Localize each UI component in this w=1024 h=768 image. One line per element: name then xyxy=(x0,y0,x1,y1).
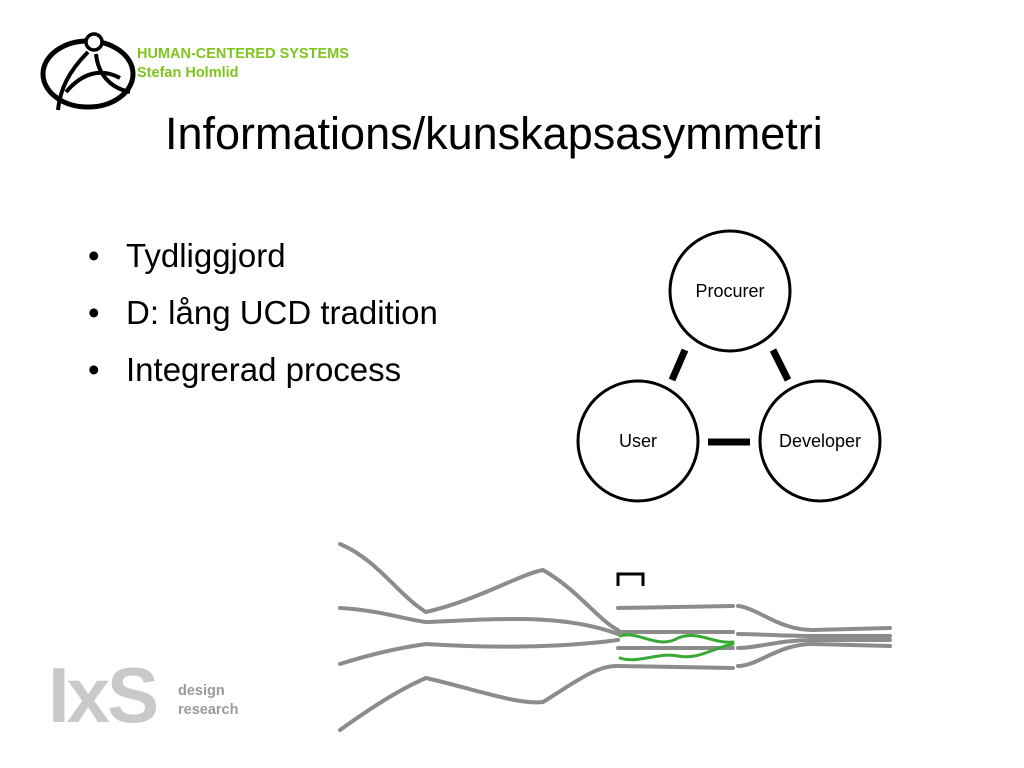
channel-marker-icon xyxy=(616,572,645,586)
highlight-line xyxy=(618,642,735,662)
developer-node: Developer xyxy=(758,379,882,503)
flow-line xyxy=(338,638,620,666)
flow-line xyxy=(736,642,815,668)
ixs-subtitle: design research xyxy=(178,682,238,720)
ixs-subtitle-line: design xyxy=(178,683,225,699)
procurer-node: Procurer xyxy=(668,229,792,353)
slide-title: Informations/kunskapsasymmetri xyxy=(165,108,823,159)
bullet-dot: • xyxy=(88,351,100,388)
bullet-item: • Integrerad process xyxy=(84,341,438,398)
bullet-dot: • xyxy=(88,294,100,331)
procurer-label: Procurer xyxy=(695,281,764,301)
ixs-subtitle-line: research xyxy=(178,702,239,718)
procurer-developer-link xyxy=(769,348,792,382)
highlight-line xyxy=(618,633,735,644)
organization-label: HUMAN-CENTERED SYSTEMS Stefan Holmlid xyxy=(137,45,349,83)
bullet-dot: • xyxy=(88,237,100,274)
bullet-text: Tydliggjord xyxy=(126,237,286,274)
flow-line xyxy=(338,606,620,636)
developer-label: Developer xyxy=(779,431,861,451)
output-line xyxy=(811,626,892,632)
bullet-item: • Tydliggjord xyxy=(84,227,438,284)
bullet-list: • Tydliggjord • D: lång UCD tradition • Int… xyxy=(84,227,438,398)
bullet-text: D: lång UCD tradition xyxy=(126,294,438,331)
convergence-figure xyxy=(338,542,892,732)
channel-line xyxy=(616,604,735,610)
author-name: Stefan Holmlid xyxy=(137,65,239,81)
channel-line xyxy=(616,664,735,670)
ixs-logo: IxS design research xyxy=(48,651,248,739)
org-name: HUMAN-CENTERED SYSTEMS xyxy=(137,46,349,62)
flow-line xyxy=(736,638,815,650)
output-line xyxy=(811,642,892,648)
procurer-user-link xyxy=(668,348,689,382)
user-label: User xyxy=(619,431,657,451)
flow-line xyxy=(338,663,620,732)
stakeholder-diagram: Procurer User Developer xyxy=(576,229,882,503)
flow-line xyxy=(338,542,620,632)
bullet-item: • D: lång UCD tradition xyxy=(84,284,438,341)
ixs-mark: IxS xyxy=(48,651,159,739)
hcs-logo-icon xyxy=(40,32,136,111)
flow-line xyxy=(736,632,815,638)
user-node: User xyxy=(576,379,700,503)
flow-line xyxy=(736,604,815,632)
bullet-text: Integrerad process xyxy=(126,351,402,388)
